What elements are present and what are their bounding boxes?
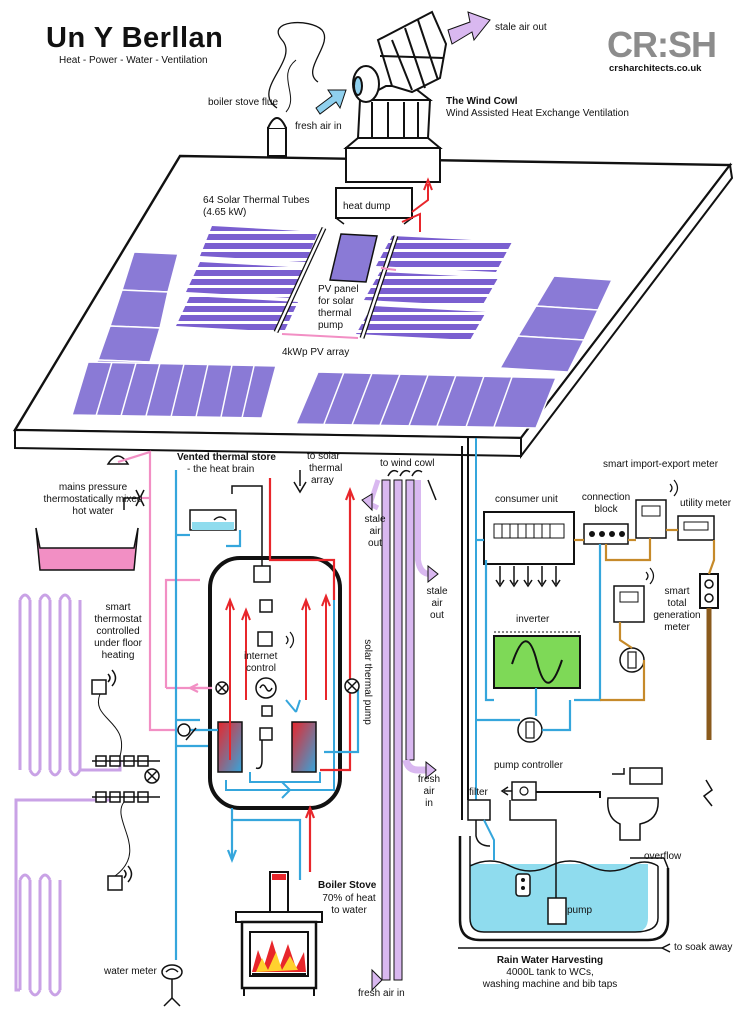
label-fresh-air-mid-2: air (423, 786, 435, 797)
label-overflow: overflow (644, 851, 682, 862)
label-internet-control-1: internet (244, 651, 278, 662)
label-mains-1: mains pressure (58, 482, 128, 493)
label-fresh-air-mid-3: in (425, 798, 433, 809)
logo: CR:SH (607, 24, 717, 65)
label-boiler-stove-desc-1: 70% of heat (322, 893, 376, 904)
label-to-solar-3: array (311, 475, 334, 486)
label-pv-panel-4: pump (318, 320, 344, 331)
label-to-solar-2: thermal (309, 463, 343, 474)
label-stale-air-3: out (368, 538, 382, 549)
consumer-unit (483, 511, 575, 588)
label-inverter: inverter (516, 614, 550, 625)
pv-panel (329, 233, 378, 283)
label-smart-total-1: smart (664, 586, 690, 597)
rainwater-tank (458, 800, 671, 953)
label-internet-control-2: control (246, 663, 277, 674)
electric-cables (476, 528, 716, 807)
label-mains-2: thermostatically mixed (43, 494, 143, 505)
label-boiler-stove-desc-2: to water (331, 905, 367, 916)
smart-total-generation-meter (613, 567, 655, 673)
label-pv-array: 4kWp PV array (282, 347, 350, 358)
pv-array (70, 251, 614, 429)
roof-risers (461, 438, 477, 820)
water-meter (161, 964, 183, 1007)
label-thermostat-2: thermostat (94, 614, 142, 625)
rainwater-filter (467, 799, 495, 860)
boiler-stove-flue (267, 21, 326, 157)
label-boiler-stove-flue: boiler stove flue (208, 97, 279, 108)
underfloor-manifold (92, 755, 160, 803)
label-smart-meter: smart import-export meter (603, 459, 719, 470)
label-stale-air-1: stale (364, 514, 386, 525)
label-fresh-air-mid-1: fresh (417, 774, 441, 785)
label-heat-dump: heat dump (343, 201, 391, 212)
toilet (536, 767, 663, 841)
label-pv-panel-3: thermal (318, 308, 352, 319)
label-solar-tubes: 64 Solar Thermal Tubes (203, 195, 310, 206)
label-rain-desc-2: washing machine and bib taps (482, 979, 618, 990)
label-rain-desc-1: 4000L tank to WCs, (506, 967, 594, 978)
thermal-store (189, 485, 342, 810)
label-solar-tubes-kw: (4.65 kW) (203, 207, 247, 218)
label-water-meter: water meter (104, 966, 157, 977)
page-title: Un Y Berllan (46, 22, 224, 54)
boiler-stove (235, 871, 323, 996)
label-thermal-store-sub: - the heat brain (187, 464, 255, 475)
utility-meter (677, 515, 719, 609)
label-smart-total-2: total (667, 598, 687, 609)
label-soak-away: to soak away (674, 942, 733, 953)
label-mains-3: hot water (72, 506, 114, 517)
label-thermal-store-title: Vented thermal store (177, 452, 276, 463)
label-connection-block-2: block (594, 504, 618, 515)
label-pv-panel-2: for solar (318, 296, 355, 307)
label-thermostat-4: under floor (94, 638, 142, 649)
logo-url: crsharchitects.co.uk (609, 63, 702, 74)
label-boiler-stove-title: Boiler Stove (318, 880, 377, 891)
label-pump: pump (567, 905, 593, 916)
hot-water-bath (35, 455, 145, 571)
solar-flow-pipe (411, 184, 429, 213)
fresh-air-in-arrow (315, 89, 347, 115)
label-utility-meter: utility meter (680, 498, 732, 509)
label-stale-air-b3: out (430, 610, 444, 621)
wind-cowl (343, 10, 448, 183)
label-pump-controller: pump controller (494, 760, 563, 771)
label-to-wind-cowl: to wind cowl (380, 458, 435, 469)
ventilation-ducts (361, 469, 439, 992)
label-stale-air-b2: air (431, 598, 443, 609)
cold-water-pipes (174, 470, 212, 960)
label-to-solar-1: to solar (307, 451, 340, 462)
pump-controller (500, 781, 537, 801)
label-solar-thermal-pump: solar thermal pump (361, 639, 373, 725)
label-smart-total-3: generation (653, 610, 701, 621)
inverter (493, 631, 581, 743)
smart-thermostat (91, 669, 133, 891)
connection-block (583, 523, 629, 545)
stale-air-out-arrow (447, 11, 491, 45)
label-thermostat-3: controlled (96, 626, 140, 637)
store-pipes (177, 470, 360, 880)
label-fresh-air-in-top: fresh air in (295, 121, 342, 132)
label-connection-block-1: connection (581, 492, 631, 503)
thermal-store-flows (225, 593, 335, 799)
label-thermostat-1: smart (105, 602, 131, 613)
page-subtitle: Heat - Power - Water - Ventilation (59, 55, 208, 66)
label-consumer-unit: consumer unit (495, 494, 558, 505)
label-stale-air-2: air (369, 526, 381, 537)
label-stale-air-b1: stale (426, 586, 448, 597)
label-filter: filter (469, 787, 488, 798)
solar-thermal-tubes (176, 226, 512, 340)
label-smart-total-4: meter (664, 622, 690, 633)
label-wind-cowl-title: The Wind Cowl (446, 96, 518, 107)
label-rain-title: Rain Water Harvesting (496, 955, 604, 966)
label-fresh-air-in-bottom: fresh air in (358, 988, 405, 999)
label-stale-air-out-top: stale air out (495, 22, 547, 33)
label-thermostat-5: heating (101, 650, 135, 661)
label-wind-cowl-desc: Wind Assisted Heat Exchange Ventilation (446, 108, 629, 119)
underfloor-heating (14, 593, 122, 997)
label-pv-panel-1: PV panel (318, 284, 359, 295)
